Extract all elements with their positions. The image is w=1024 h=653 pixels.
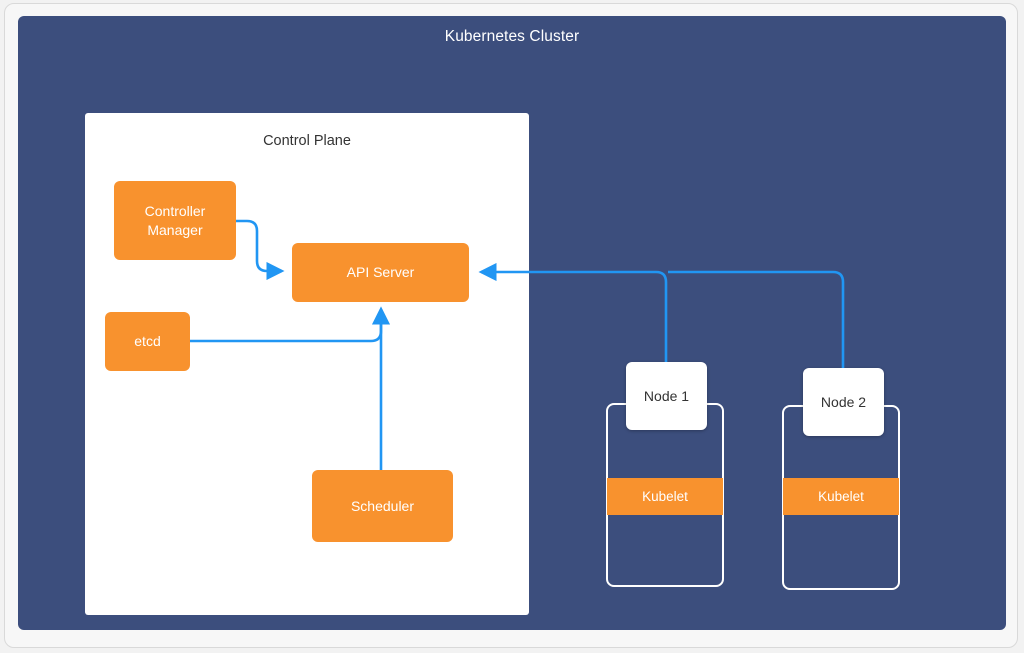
etcd-label: etcd xyxy=(134,333,161,350)
node-1-kubelet-label: Kubelet xyxy=(642,489,688,504)
node-2-label-card[interactable]: Node 2 xyxy=(803,368,884,436)
scheduler-label: Scheduler xyxy=(350,497,415,514)
controller-manager-label-line1: Controller xyxy=(144,202,206,219)
node-2-label: Node 2 xyxy=(820,394,867,410)
cluster-title: Kubernetes Cluster xyxy=(444,28,580,45)
node-2-kubelet-label: Kubelet xyxy=(818,489,864,504)
node-1-label-card[interactable]: Node 1 xyxy=(626,362,707,430)
control-plane-title: Control Plane xyxy=(263,133,351,149)
controller-manager-box[interactable]: Controller Manager xyxy=(114,181,236,260)
etcd-box[interactable]: etcd xyxy=(105,312,190,371)
scheduler-box[interactable]: Scheduler xyxy=(312,470,453,542)
node-1-label: Node 1 xyxy=(643,388,690,404)
node-1-kubelet-band[interactable]: Kubelet xyxy=(607,478,723,515)
api-server-box[interactable]: API Server xyxy=(292,243,469,302)
controller-manager-label: Controller Manager xyxy=(145,202,206,240)
node-2-kubelet-band[interactable]: Kubelet xyxy=(783,478,899,515)
api-server-label: API Server xyxy=(346,264,415,281)
controller-manager-label-line2: Manager xyxy=(147,221,203,238)
